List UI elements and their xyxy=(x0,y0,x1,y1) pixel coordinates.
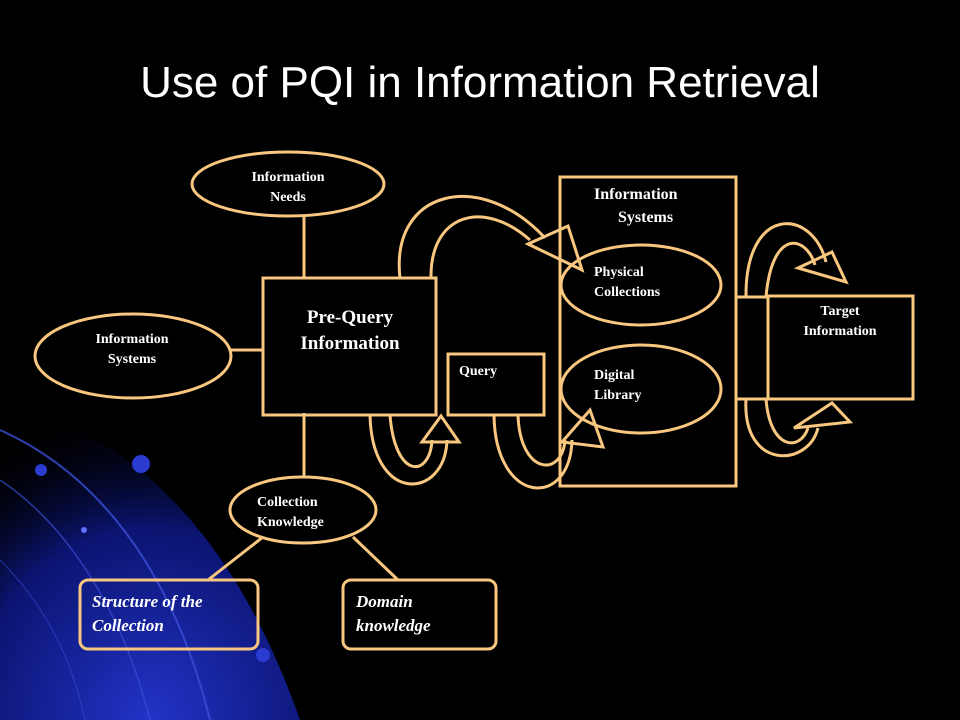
information-needs-label: Information Needs xyxy=(251,170,325,206)
connector-line xyxy=(351,535,400,582)
structure-collection-box xyxy=(78,578,260,651)
information-systems-container-label: Information Systems xyxy=(594,186,678,227)
blue-swoosh xyxy=(0,400,300,720)
physical-collections-ellipse xyxy=(559,243,723,327)
connector-line xyxy=(207,535,264,582)
query-box xyxy=(446,352,546,417)
digital-library-ellipse xyxy=(559,343,723,435)
information-systems-ellipse xyxy=(33,312,233,400)
decor-dot xyxy=(256,648,270,662)
arrow-systems-to-target xyxy=(744,222,849,298)
decor-dot xyxy=(81,527,87,533)
arrow-prequery-to-query xyxy=(368,413,462,486)
pre-query-box xyxy=(261,276,438,417)
arrow-target-return xyxy=(744,398,854,458)
domain-knowledge-box xyxy=(341,578,498,651)
physical-collections-label: Physical Collections xyxy=(594,265,661,301)
target-information-box xyxy=(766,294,915,401)
collection-knowledge-label: Collection Knowledge xyxy=(257,495,324,531)
collection-knowledge-ellipse xyxy=(228,475,378,545)
digital-library-label: Digital Library xyxy=(594,368,642,404)
structure-collection-label: Structure of the Collection xyxy=(92,592,203,635)
pre-query-label: Pre-Query Information xyxy=(300,307,400,354)
target-information-label: Target Information xyxy=(803,304,877,340)
information-systems-label: Information Systems xyxy=(95,332,169,368)
domain-knowledge-label: Domain knowledge xyxy=(356,592,431,635)
arrow-query-to-digital xyxy=(492,407,606,490)
information-needs-ellipse xyxy=(190,150,386,218)
decor-dot xyxy=(35,464,47,476)
slide-title: Use of PQI in Information Retrieval xyxy=(140,58,820,107)
query-label: Query xyxy=(459,364,498,379)
information-systems-container xyxy=(558,175,738,488)
decor-dot xyxy=(132,455,150,473)
arrow-prequery-to-physical xyxy=(397,195,585,279)
